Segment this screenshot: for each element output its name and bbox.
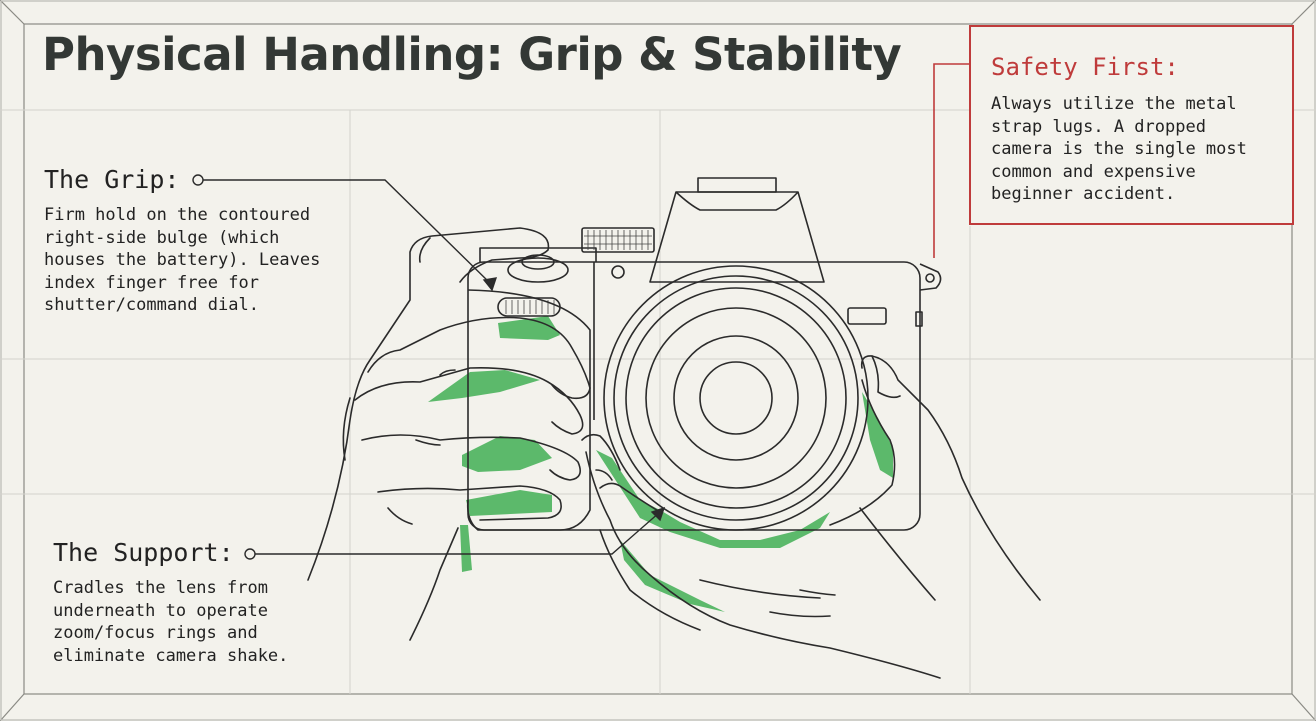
support-line: underneath to operate <box>53 600 268 621</box>
support-line: eliminate camera shake. <box>53 645 289 666</box>
support-callout-heading: The Support: <box>53 538 234 567</box>
safety-line: Always utilize the metal <box>991 94 1237 114</box>
strap-lug-icon <box>919 263 942 291</box>
safety-line: camera is the single most <box>991 139 1247 160</box>
contact-highlights <box>428 316 893 612</box>
support-line: zoom/focus rings and <box>53 623 258 644</box>
camera-illustration <box>466 177 942 531</box>
leader-lines <box>192 174 666 560</box>
safety-callout-box: Safety First: Always utilize the metal s… <box>969 25 1294 225</box>
background-grid <box>0 109 1316 694</box>
grip-callout-heading: The Grip: <box>44 165 180 194</box>
right-hand-illustration <box>581 355 1041 679</box>
safety-callout-heading: Safety First: <box>991 53 1179 81</box>
page-title: Physical Handling: Grip & Stability <box>42 28 902 81</box>
safety-line: strap lugs. A dropped <box>991 116 1206 137</box>
left-hand-illustration <box>307 227 591 641</box>
safety-line: beginner accident. <box>991 184 1176 205</box>
grip-callout-body: Firm hold on the contoured right-side bu… <box>44 204 320 317</box>
safety-callout-body: Always utilize the metal strap lugs. A d… <box>991 93 1247 206</box>
grip-line: right-side bulge (which <box>44 227 280 248</box>
grip-line: index finger free for <box>44 272 259 293</box>
grip-line: Firm hold on the contoured <box>44 205 311 225</box>
grip-line: shutter/command dial. <box>44 295 259 316</box>
safety-line: common and expensive <box>991 161 1196 182</box>
safety-leader-line <box>933 63 969 258</box>
support-line: Cradles the lens from <box>53 578 268 598</box>
support-callout-body: Cradles the lens from underneath to oper… <box>53 577 288 667</box>
grip-line: houses the battery). Leaves <box>44 250 321 271</box>
